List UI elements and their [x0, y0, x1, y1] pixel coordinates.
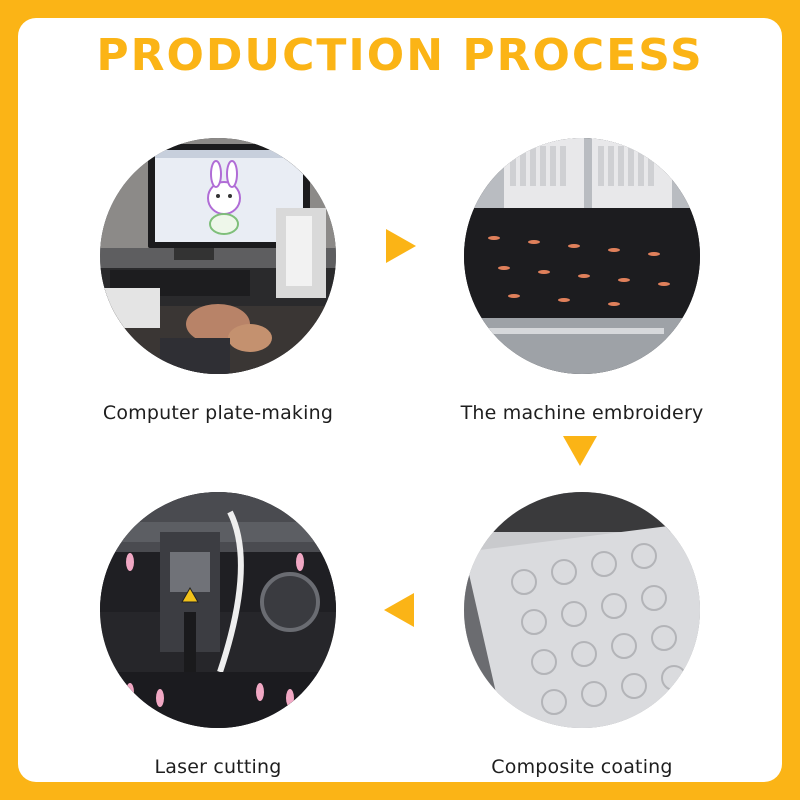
step-composite-coating: Composite coating: [452, 492, 712, 778]
arrow-left-icon: [384, 593, 414, 627]
step-label: Composite coating: [491, 756, 673, 778]
step-label: Computer plate-making: [102, 402, 334, 424]
step-laser-cutting: Laser cutting: [88, 492, 348, 778]
step-label: The machine embroidery: [460, 402, 704, 424]
computer-workstation-photo: [100, 138, 336, 374]
embroidery-machine-photo: [464, 138, 700, 374]
page-title: PRODUCTION PROCESS: [96, 30, 704, 81]
arrow-down-icon: [563, 436, 597, 466]
arrow-right-icon: [386, 229, 416, 263]
composite-coating-photo: [464, 492, 700, 728]
laser-cutter-photo: [100, 492, 336, 728]
step-computer-plate-making: Computer plate-making: [88, 138, 348, 424]
step-machine-embroidery: The machine embroidery: [452, 138, 712, 424]
step-label: Laser cutting: [154, 756, 282, 778]
